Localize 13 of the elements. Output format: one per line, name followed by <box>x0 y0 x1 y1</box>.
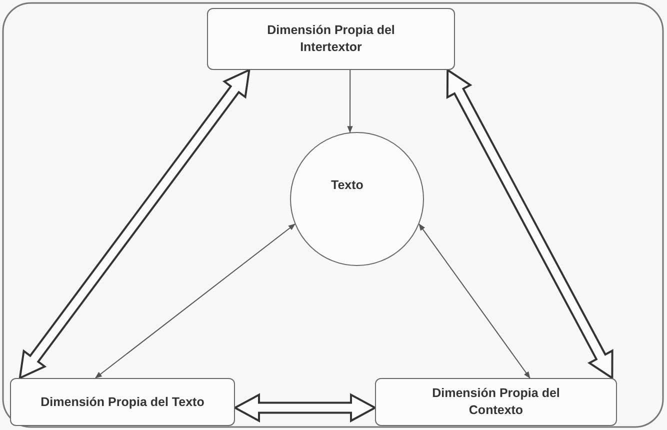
node-label: Texto <box>331 177 364 194</box>
double-arrow <box>446 68 614 380</box>
double-arrow <box>232 393 378 422</box>
arrow <box>418 224 530 379</box>
double-arrow <box>18 68 250 380</box>
node-label: Dimensión Propia del Intertextor <box>266 22 396 56</box>
node-label: Dimensión Propia del Texto <box>40 394 204 410</box>
concept-box <box>375 378 617 426</box>
concept-box <box>207 8 455 70</box>
node-label: Dimensión Propia del Contexto <box>431 385 561 419</box>
arrow <box>94 224 296 378</box>
concept-box <box>10 378 235 426</box>
arrow <box>347 70 353 134</box>
